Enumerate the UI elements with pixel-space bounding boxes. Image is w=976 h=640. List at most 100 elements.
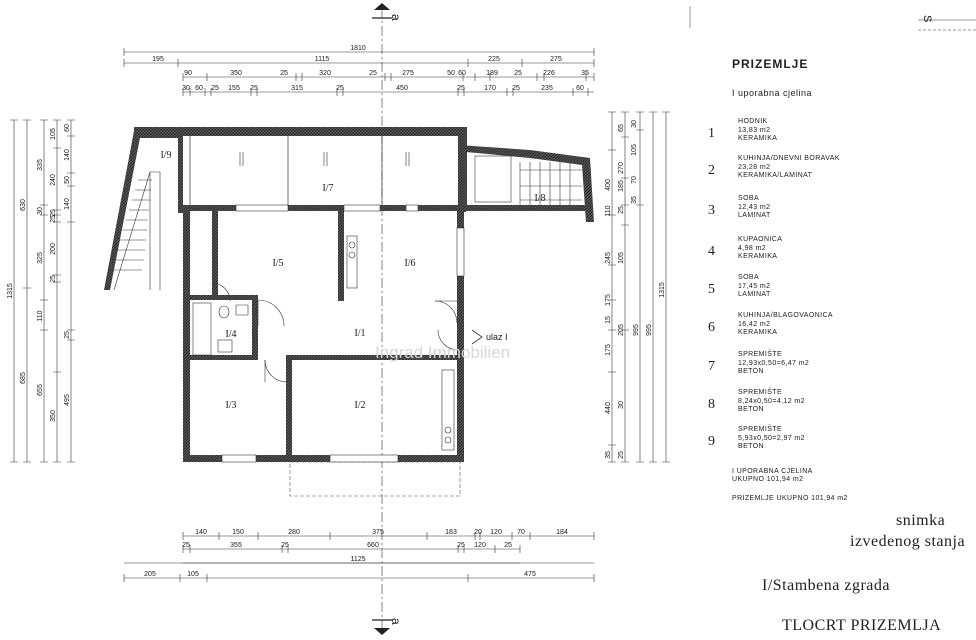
dim-label: 685 <box>20 372 27 384</box>
section-label-bottom: a <box>389 618 403 625</box>
room-name: SPREMIŠTE <box>738 351 783 358</box>
dim-label: 30 <box>618 401 625 409</box>
room-name: HODNIK <box>738 118 768 125</box>
dim-label: 25 <box>457 85 465 92</box>
dim-top-row3: 30 60 25 155 25 315 25 450 25 170 25 235… <box>182 85 584 92</box>
dim-label: 65 <box>618 124 625 132</box>
dim-label: 189 <box>486 70 498 77</box>
dim-ticks-top <box>123 48 595 96</box>
dim-label: 315 <box>291 85 303 92</box>
dim-label: 60 <box>195 85 203 92</box>
dim-label: 70 <box>631 176 638 184</box>
doors <box>211 282 459 383</box>
dim-label: 200 <box>50 243 57 255</box>
room-label-2: I/2 <box>354 400 365 411</box>
dim-label: 660 <box>367 542 379 549</box>
room-label-8: I/8 <box>534 193 545 204</box>
dim-label: 150 <box>232 529 244 536</box>
dim-label: 60 <box>458 70 466 77</box>
north-arrow-icon: S <box>918 15 976 31</box>
dim-label: 60 <box>64 124 71 132</box>
dimensions-top <box>123 48 595 96</box>
dim-label: 280 <box>288 529 300 536</box>
legend-room: 5 SOBA 17,45 m2 LAMINAT <box>708 274 908 314</box>
dim-label: 245 <box>605 252 612 264</box>
dim-label: 140 <box>64 198 71 210</box>
dim-label: 350 <box>230 70 242 77</box>
watermark: Ingrad Immobilien <box>375 343 510 362</box>
dim-label: 630 <box>20 199 27 211</box>
dim-label: 270 <box>618 162 625 174</box>
room-floor: LAMINAT <box>738 212 771 219</box>
room-area: 12,93x0,50=6,47 m2 <box>738 360 810 367</box>
dim-label: 20 <box>474 529 482 536</box>
dim-label: 90 <box>184 70 192 77</box>
dim-label: 50 <box>447 70 455 77</box>
room-label-4: I/4 <box>225 329 236 340</box>
stair-right <box>519 162 582 210</box>
dim-label: 25 <box>512 85 520 92</box>
dim-label: 105 <box>618 252 625 264</box>
legend-room: 6 KUHINJA/BLAGOVAONICA 16,42 m2 KERAMIKA <box>708 312 908 352</box>
dim-label: 995 <box>646 324 653 336</box>
dim-label: 375 <box>372 529 384 536</box>
legend-room: 8 SPREMIŠTE 8,24x0,50=4,12 m2 BETON <box>708 389 908 429</box>
legend-title: PRIZEMLJE <box>732 57 809 71</box>
outer-wall-top <box>134 127 466 136</box>
room-floor: LAMINAT <box>738 291 771 298</box>
dim-label: 226 <box>543 70 555 77</box>
title-drawing: TLOCRT PRIZEMLJA <box>782 617 942 634</box>
dim-label: 350 <box>50 410 57 422</box>
dim-label: 400 <box>605 179 612 191</box>
room-floor: KERAMIKA/LAMINAT <box>738 172 813 179</box>
outer-wall-left-stair <box>104 131 183 290</box>
dim-label: 25 <box>369 70 377 77</box>
room-number: 2 <box>708 163 715 178</box>
north-label: S <box>921 15 933 22</box>
room-area: 4,98 m2 <box>738 245 767 252</box>
room-labels: I/9 I/7 I/5 I/6 I/8 I/4 I/1 I/3 I/2 <box>160 150 545 411</box>
dim-label: 25 <box>280 70 288 77</box>
dim-label: 25 <box>182 542 190 549</box>
dim-top-row1: 195 1115 225 275 <box>152 56 562 63</box>
dim-label: 495 <box>64 394 71 406</box>
dim-label: 35 <box>631 196 638 204</box>
dim-label: 70 <box>517 529 525 536</box>
room-number: 6 <box>708 320 715 335</box>
room-number: 7 <box>708 359 715 374</box>
dim-top-total: 1810 <box>350 45 366 52</box>
dim-label: 450 <box>396 85 408 92</box>
floor-total: PRIZEMLJE UKUPNO 101,94 m2 <box>732 495 848 502</box>
dim-label: 25 <box>618 206 625 214</box>
dim-label: 355 <box>230 542 242 549</box>
dim-label: 325 <box>37 252 44 264</box>
room-number: 1 <box>708 126 715 141</box>
dim-label: 105 <box>50 128 57 140</box>
title-izvedenog: izvedenog stanja <box>850 533 966 550</box>
room-area: 23,28 m2 <box>738 164 771 171</box>
dimensions-left <box>10 119 75 463</box>
dim-label: 50 <box>64 176 71 184</box>
legend-room: 9 SPREMIŠTE 5,93x0,50=2,97 m2 BETON <box>708 426 908 466</box>
bathroom-fixtures <box>192 302 249 356</box>
dim-label: 25 <box>64 331 71 339</box>
room-floor: BETON <box>738 443 764 450</box>
dimensions-bottom <box>123 532 595 582</box>
dim-label: 120 <box>474 542 486 549</box>
outer-wall-right <box>457 211 464 462</box>
dim-label: 235 <box>541 85 553 92</box>
unit-total-label: I UPORABNA CJELINA <box>732 468 813 475</box>
dim-label: 105 <box>631 144 638 156</box>
room-name: SPREMIŠTE <box>738 389 783 396</box>
room-floor: BETON <box>738 368 764 375</box>
entrance-marker: ulaz I <box>471 329 508 345</box>
room-floor: BETON <box>738 406 764 413</box>
dim-label: 25 <box>514 70 522 77</box>
room-floor: KERAMIKA <box>738 253 778 260</box>
dim-label: 25 <box>618 451 625 459</box>
dim-label: 1115 <box>315 56 330 63</box>
dim-label: 25 <box>50 209 57 217</box>
section-line: a a <box>372 3 403 635</box>
room-number: 4 <box>708 244 715 259</box>
section-label-top: a <box>389 14 403 21</box>
